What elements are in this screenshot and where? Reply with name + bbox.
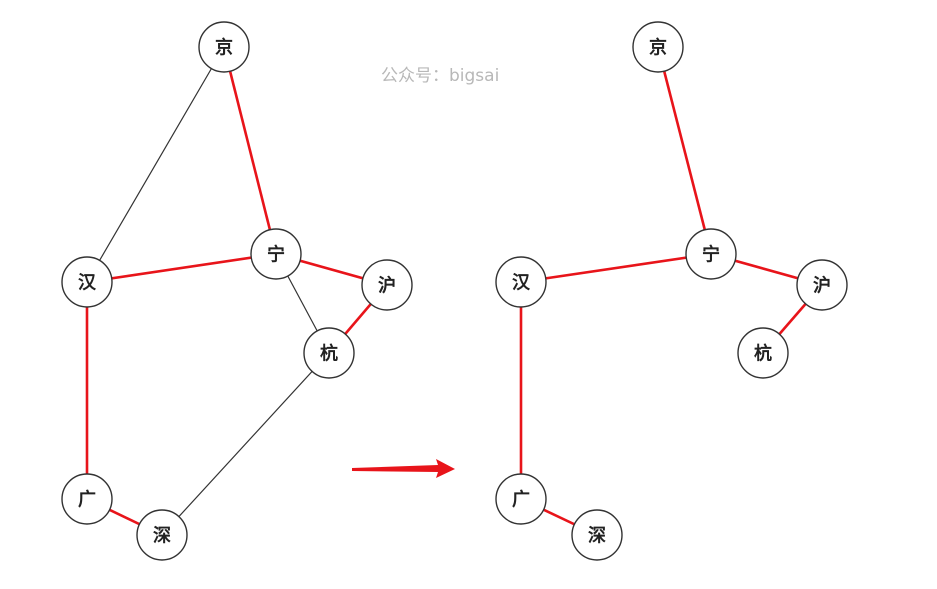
node-jing: 京 bbox=[198, 21, 250, 73]
node-circle bbox=[685, 228, 737, 280]
node-circle bbox=[250, 228, 302, 280]
node-han: 汉 bbox=[495, 256, 547, 308]
node-label: 京 bbox=[215, 37, 233, 59]
node-circle bbox=[495, 256, 547, 308]
edge-jing-ning-highlight bbox=[222, 46, 278, 255]
node-circle bbox=[61, 473, 113, 525]
node-circle bbox=[361, 259, 413, 311]
node-label: 宁 bbox=[702, 244, 720, 266]
edge-jing-han bbox=[86, 46, 225, 283]
graph-after-edges bbox=[519, 46, 823, 537]
node-label: 杭 bbox=[320, 343, 338, 365]
edge-jing-ning-highlight bbox=[656, 46, 713, 255]
node-label: 广 bbox=[78, 489, 96, 511]
node-label: 汉 bbox=[512, 273, 531, 294]
node-hang: 杭 bbox=[303, 327, 355, 379]
node-circle bbox=[737, 327, 789, 379]
node-circle bbox=[495, 473, 547, 525]
node-shen: 深 bbox=[571, 509, 623, 561]
node-label: 深 bbox=[153, 525, 171, 547]
node-circle bbox=[198, 21, 250, 73]
node-circle bbox=[136, 509, 188, 561]
edge-han-ning-highlight bbox=[86, 252, 277, 284]
node-ning: 宁 bbox=[685, 228, 737, 280]
node-circle bbox=[61, 256, 113, 308]
node-circle bbox=[303, 327, 355, 379]
node-circle bbox=[571, 509, 623, 561]
graph-before-edges bbox=[85, 46, 388, 537]
watermark-text: 公众号：bigsai bbox=[381, 66, 500, 86]
node-label: 杭 bbox=[754, 343, 772, 365]
node-label: 沪 bbox=[813, 275, 831, 297]
node-label: 京 bbox=[649, 37, 667, 59]
node-guang: 广 bbox=[495, 473, 547, 525]
node-label: 汉 bbox=[78, 273, 97, 294]
node-hu: 沪 bbox=[361, 259, 413, 311]
transition-arrow-icon bbox=[352, 459, 455, 478]
edge-han-ning-highlight bbox=[520, 252, 712, 284]
node-hu: 沪 bbox=[796, 259, 848, 311]
node-label: 宁 bbox=[267, 244, 285, 266]
node-label: 广 bbox=[512, 489, 530, 511]
edge-hang-shen bbox=[161, 352, 330, 536]
node-label: 深 bbox=[588, 525, 606, 547]
node-ning: 宁 bbox=[250, 228, 302, 280]
node-shen: 深 bbox=[136, 509, 188, 561]
node-han: 汉 bbox=[61, 256, 113, 308]
node-guang: 广 bbox=[61, 473, 113, 525]
node-hang: 杭 bbox=[737, 327, 789, 379]
node-label: 沪 bbox=[378, 275, 396, 297]
node-circle bbox=[632, 21, 684, 73]
node-jing: 京 bbox=[632, 21, 684, 73]
node-circle bbox=[796, 259, 848, 311]
